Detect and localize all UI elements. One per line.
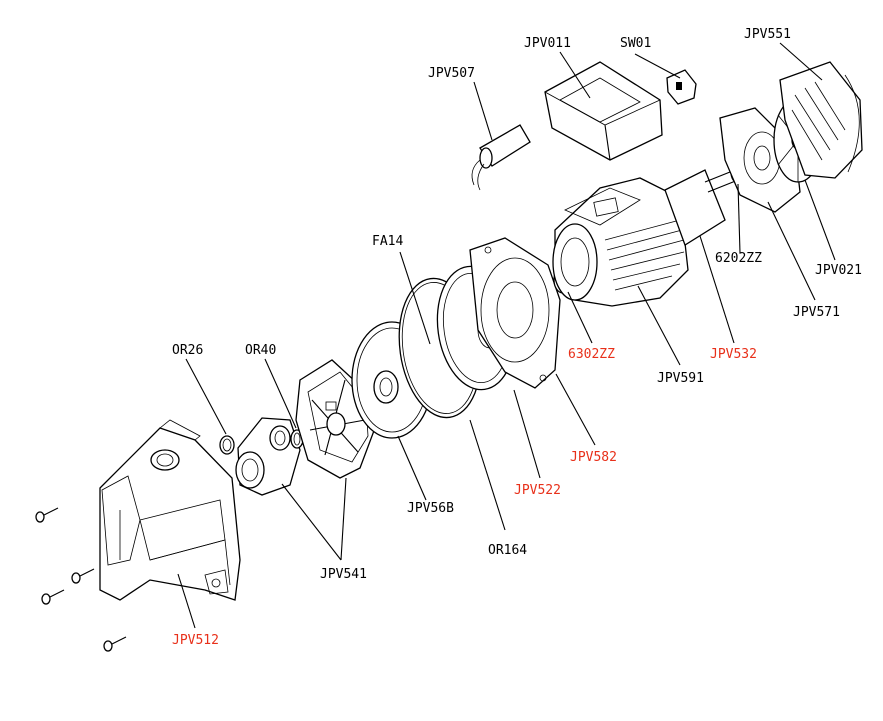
motor-flange-jpv582	[469, 237, 561, 389]
label-fa14: FA14	[372, 234, 403, 249]
label-jpv571: JPV571	[793, 305, 840, 320]
screw-4	[103, 636, 127, 652]
label-or164: OR164	[488, 543, 527, 558]
o-ring-or26	[219, 435, 235, 455]
label-jpv512: JPV512	[172, 633, 219, 648]
part-labels: JPV507 JPV011 SW01 JPV551 FA14 OR26 OR40…	[172, 27, 862, 648]
label-jpv551: JPV551	[744, 27, 791, 42]
motor-housing-jpv591	[552, 177, 689, 307]
label-jpv582: JPV582	[570, 450, 617, 465]
label-sw01: SW01	[620, 36, 651, 51]
screw-1	[35, 507, 59, 523]
screw-3	[41, 589, 65, 605]
capacitor-jpv507	[471, 124, 531, 191]
label-6202zz: 6202ZZ	[715, 251, 762, 266]
terminal-box-jpv011	[544, 61, 663, 161]
switch-sw01	[666, 69, 697, 105]
pump-body-jpv512	[99, 419, 241, 601]
label-jpv541: JPV541	[320, 567, 367, 582]
rotor-shaft-jpv532	[664, 169, 739, 246]
label-jpv591: JPV591	[657, 371, 704, 386]
label-or40: OR40	[245, 343, 276, 358]
fan-cover-jpv551	[779, 61, 863, 179]
label-jpv507: JPV507	[428, 66, 475, 81]
screw-2	[71, 568, 95, 584]
label-or26: OR26	[172, 343, 203, 358]
label-jpv522: JPV522	[514, 483, 561, 498]
ejector-part	[235, 417, 301, 496]
label-jpv021: JPV021	[815, 263, 862, 278]
label-jpv56b: JPV56B	[407, 501, 454, 516]
leader-lines	[177, 42, 836, 629]
label-6302zz: 6302ZZ	[568, 347, 615, 362]
label-jpv532: JPV532	[710, 347, 757, 362]
label-jpv011: JPV011	[524, 36, 571, 51]
